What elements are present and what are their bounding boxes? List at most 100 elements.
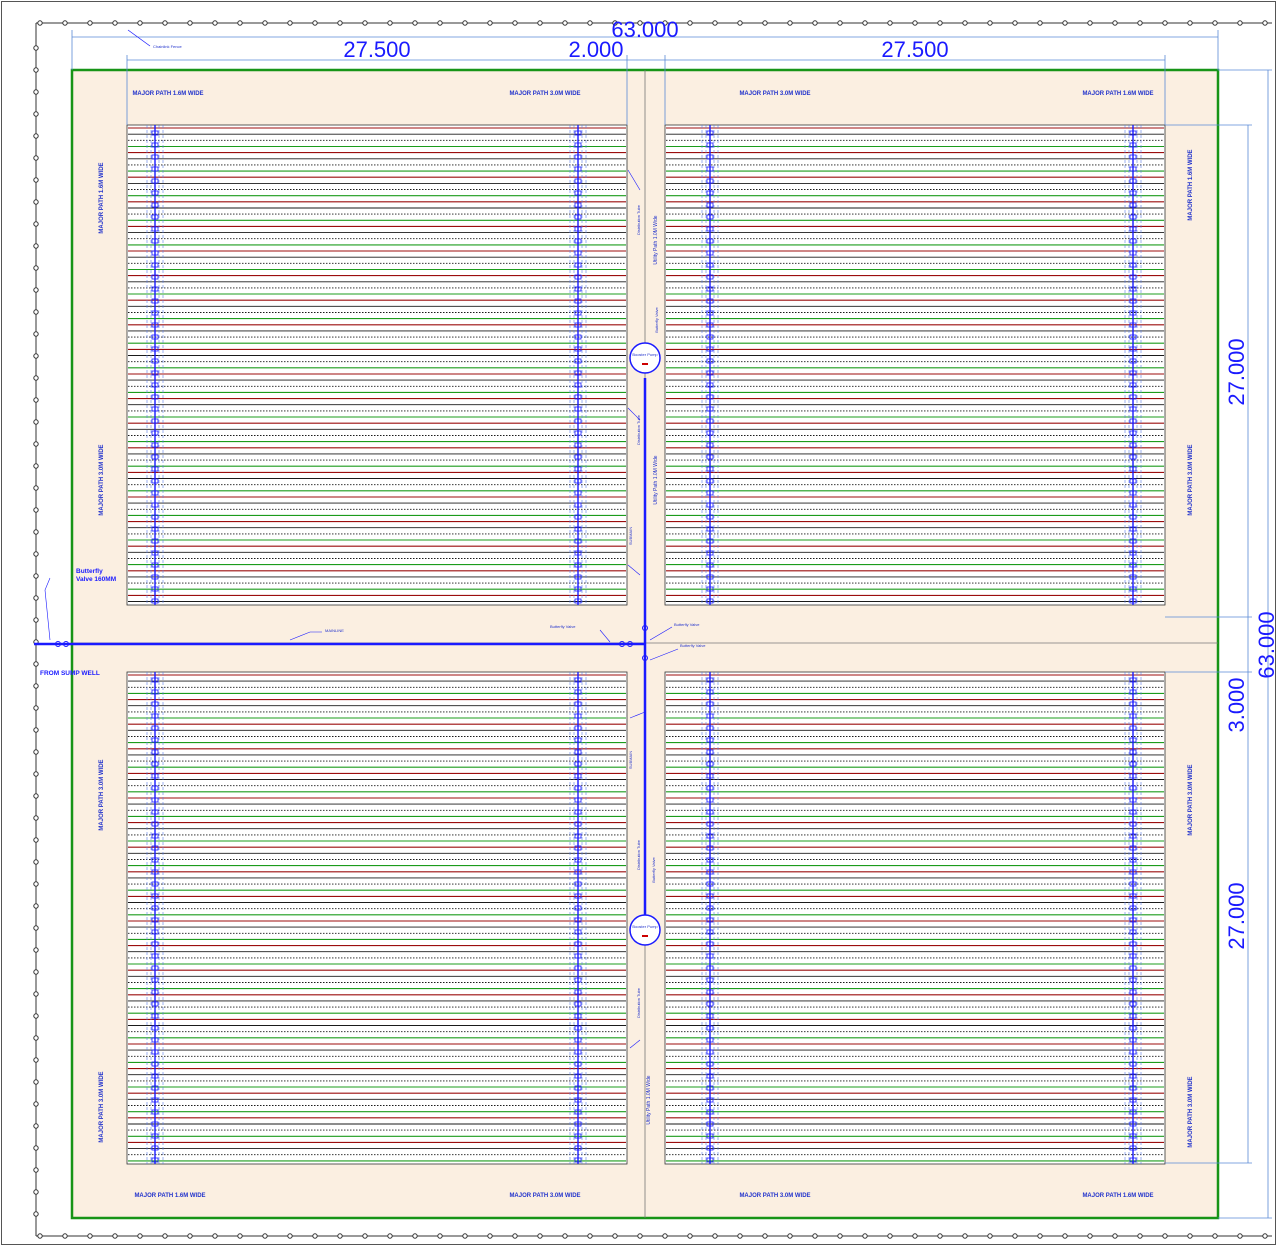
distribution-tube-label-1: Distribution Tube: [636, 204, 641, 235]
fence-post: [712, 1233, 718, 1239]
emitter-fitting: [1129, 346, 1137, 352]
fence-post: [33, 661, 39, 667]
emitter-fitting: [1129, 514, 1137, 520]
emitter-fitting: [574, 953, 582, 959]
emitter-fitting: [574, 262, 582, 268]
emitter-fitting: [574, 917, 582, 923]
emitter-fitting: [151, 725, 159, 731]
block-north-west: [126, 124, 628, 606]
fence-post: [33, 903, 39, 909]
emitter-fitting: [1129, 454, 1137, 460]
emitter-fitting: [151, 701, 159, 707]
block-south-east-outline: [664, 671, 1166, 1165]
fence-label: Chainlink Fence: [153, 44, 182, 49]
path-label-right-3: MAJOR PATH 3.0M WIDE: [1188, 764, 1194, 835]
emitter-fitting: [151, 418, 159, 424]
emitter-fitting: [1129, 929, 1137, 935]
fence-post: [1187, 20, 1193, 26]
emitter-fitting: [574, 226, 582, 232]
fence-post: [962, 20, 968, 26]
block-north-west-outline: [126, 124, 628, 606]
emitter-fitting: [1129, 989, 1137, 995]
emitter-fitting: [151, 905, 159, 911]
emitter-fitting: [574, 598, 582, 604]
emitter-fitting: [1129, 406, 1137, 412]
fence-post: [412, 1233, 418, 1239]
emitter-fitting: [706, 466, 714, 472]
fence-post: [962, 1233, 968, 1239]
crop-blocks: [126, 124, 1166, 1165]
emitter-fitting: [151, 1145, 159, 1151]
mainline-pipe: [34, 378, 647, 915]
emitter-fitting: [1129, 1061, 1137, 1067]
fence-post: [1162, 20, 1168, 26]
emitter-fitting: [574, 166, 582, 172]
path-label-left-4: MAJOR PATH 3.0M WIDE: [99, 1071, 105, 1142]
emitter-fitting: [574, 1025, 582, 1031]
emitter-fitting: [1129, 737, 1137, 743]
fence-post: [33, 617, 39, 623]
emitter-fitting: [151, 989, 159, 995]
emitter-fitting: [706, 701, 714, 707]
emitter-fitting: [706, 394, 714, 400]
emitter-fitting: [1129, 833, 1137, 839]
fence-post: [437, 20, 443, 26]
emitter-fitting: [151, 142, 159, 148]
emitter-fitting: [574, 857, 582, 863]
path-label-left-3: MAJOR PATH 3.0M WIDE: [99, 759, 105, 830]
emitter-fitting: [151, 797, 159, 803]
emitter-fitting: [706, 142, 714, 148]
fence-post: [737, 1233, 743, 1239]
emitter-fitting: [706, 490, 714, 496]
emitter-fitting: [706, 370, 714, 376]
fence-post: [1262, 20, 1268, 26]
emitter-fitting: [574, 1073, 582, 1079]
fence-post: [33, 221, 39, 227]
emitter-fitting: [574, 274, 582, 280]
emitter-fitting: [1129, 502, 1137, 508]
fence-post: [33, 397, 39, 403]
fence-post: [33, 749, 39, 755]
emitter-fitting: [1129, 550, 1137, 556]
emitter-fitting: [151, 1085, 159, 1091]
emitter-fitting: [706, 941, 714, 947]
emitter-fitting: [574, 202, 582, 208]
emitter-fitting: [574, 322, 582, 328]
emitter-fitting: [151, 598, 159, 604]
fence-post: [87, 20, 93, 26]
path-label-bottom-2: MAJOR PATH 3.0M WIDE: [509, 1193, 580, 1199]
fence-post: [762, 20, 768, 26]
fence-post: [887, 1233, 893, 1239]
fence-post: [33, 353, 39, 359]
pump-label-lower: Booster Pump: [632, 924, 658, 929]
emitter-fitting: [1129, 881, 1137, 887]
emitter-fitting: [151, 773, 159, 779]
emitter-fitting: [574, 454, 582, 460]
fence-post: [137, 20, 143, 26]
emitter-fitting: [706, 130, 714, 136]
fence-post: [33, 793, 39, 799]
fence-post: [187, 20, 193, 26]
emitter-fitting: [706, 214, 714, 220]
fence-post: [33, 1145, 39, 1151]
emitter-fitting: [706, 238, 714, 244]
fence-post: [737, 20, 743, 26]
lateral-pipe-column: [1124, 672, 1142, 1164]
emitter-fitting: [706, 905, 714, 911]
pump-label-upper: Booster Pump: [632, 352, 658, 357]
distribution-tube-label-2: Distribution Tube: [636, 414, 641, 445]
emitter-fitting: [1129, 1109, 1137, 1115]
fence-post: [512, 20, 518, 26]
fence-post: [387, 1233, 393, 1239]
emitter-fitting: [151, 917, 159, 923]
fence-post: [612, 20, 618, 26]
dim-right-block-width: 27.500: [881, 37, 948, 62]
emitter-fitting: [151, 298, 159, 304]
lateral-pipe-column: [701, 672, 719, 1164]
emitter-fitting: [151, 713, 159, 719]
fence-post: [1012, 1233, 1018, 1239]
fence-post: [1012, 20, 1018, 26]
fence-post: [1137, 20, 1143, 26]
emitter-fitting: [706, 598, 714, 604]
